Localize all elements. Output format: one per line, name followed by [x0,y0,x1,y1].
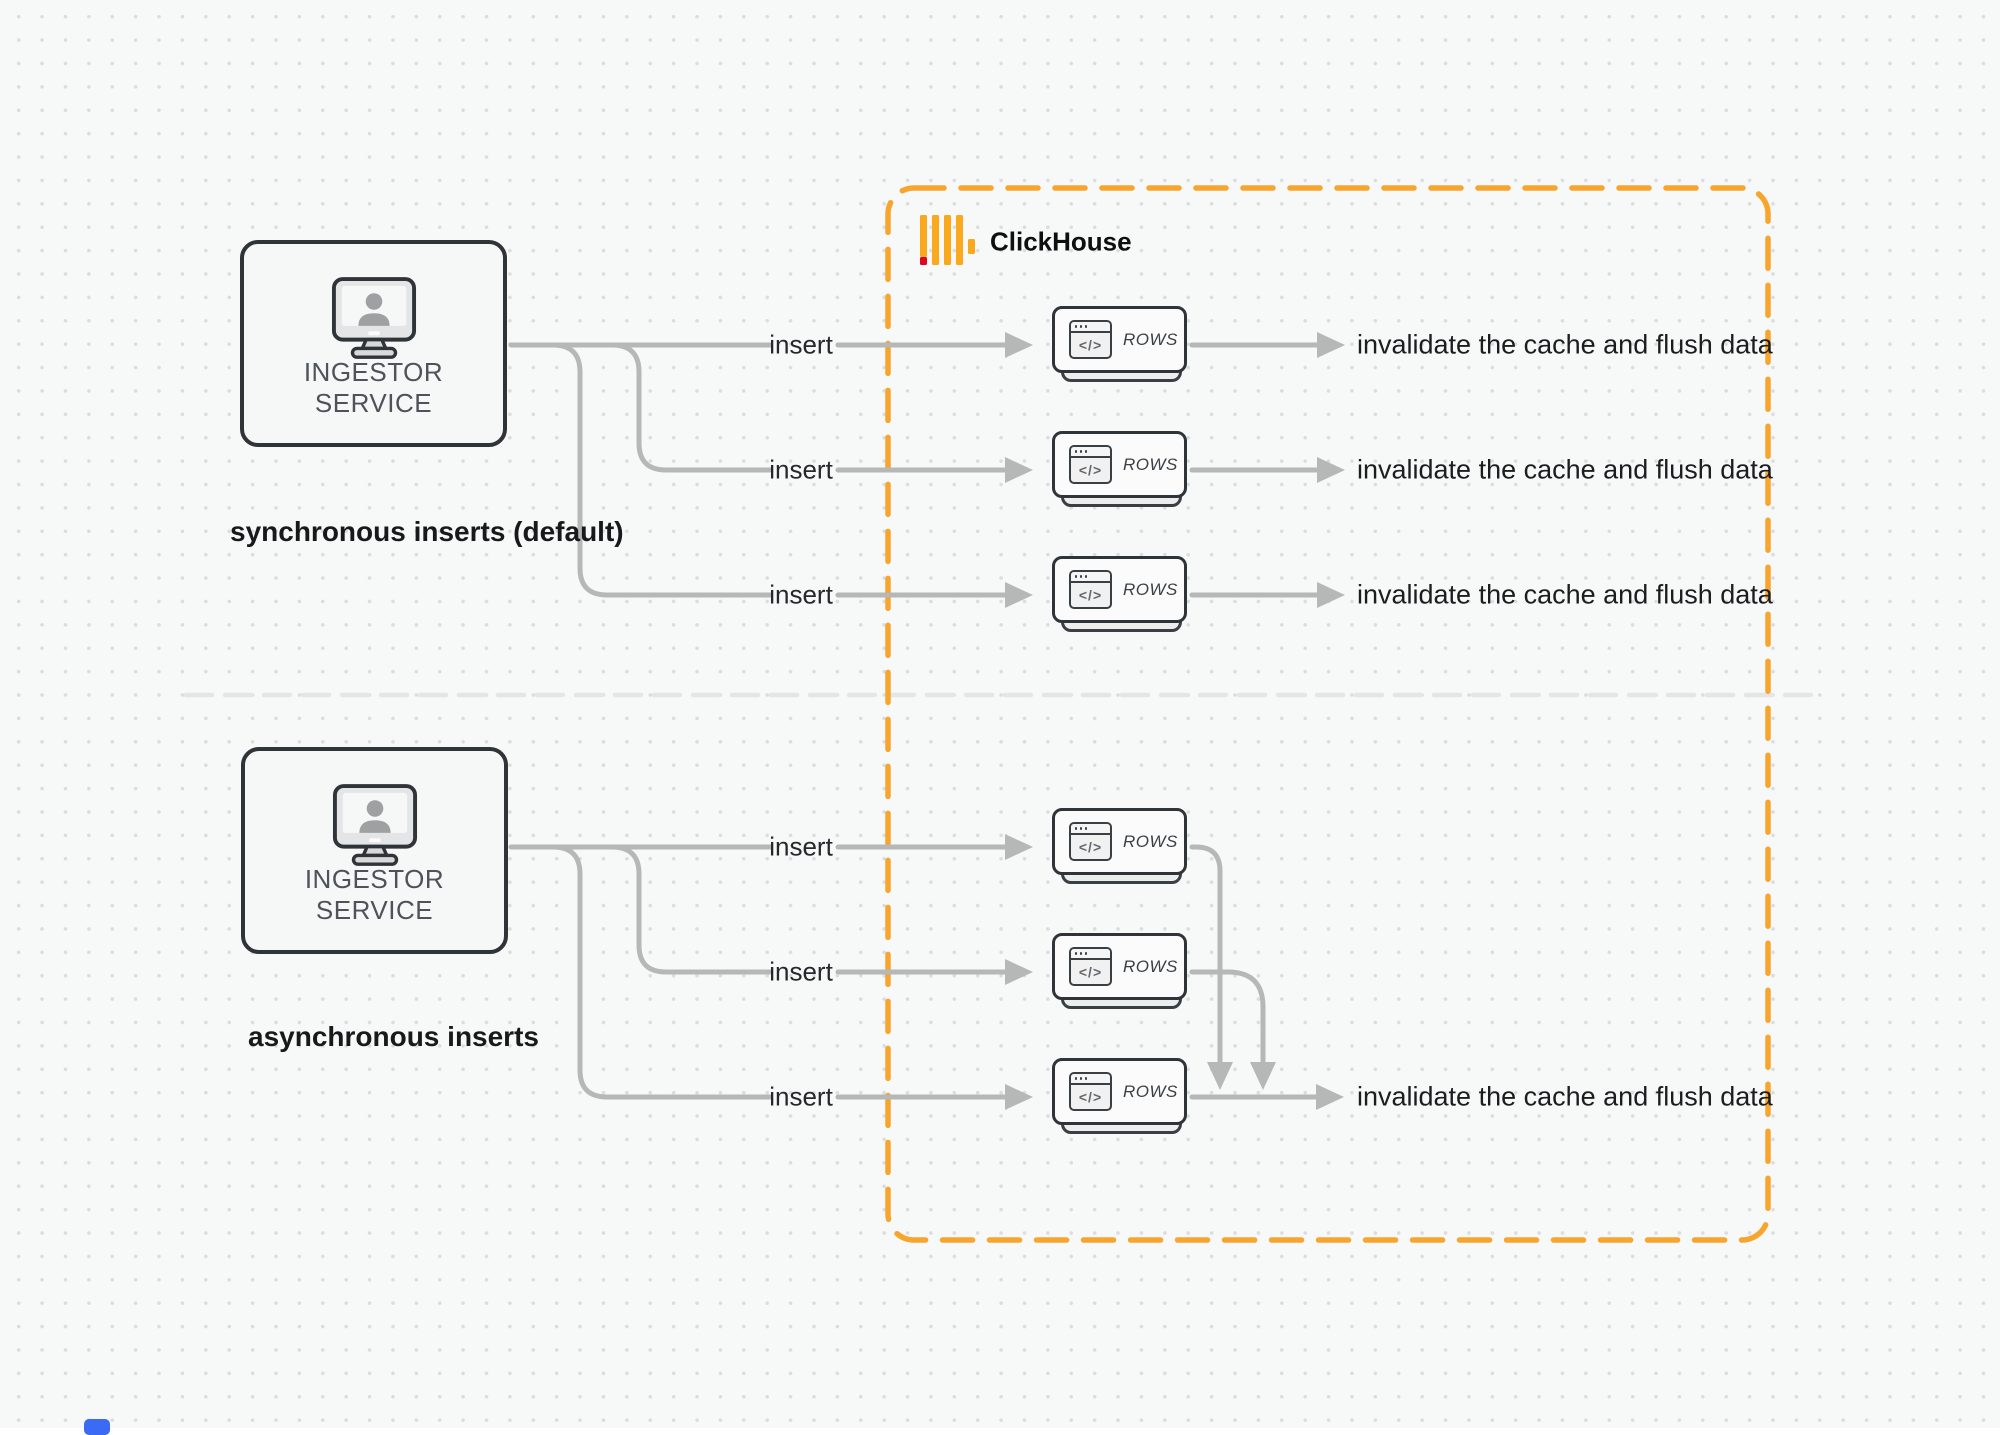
sync-result-arrowhead-row3 [1317,582,1345,608]
monitor-user-icon [331,277,416,359]
rows-node-async-1: </> ROWS [1052,808,1187,885]
cut-off-blue-element [84,1419,110,1435]
async-arrowhead-row1 [1005,834,1033,860]
code-window-icon: </> [1069,320,1112,359]
rows-label: ROWS [1123,579,1178,599]
async-wire-row2 [609,844,773,975]
async-merge-arrowhead-row1 [1207,1062,1233,1090]
clickhouse-label: ClickHouse [990,226,1132,257]
ingestor-service-label: INGESTOR SERVICE [304,864,445,925]
async-result-arrowhead [1316,1084,1344,1110]
rows-label: ROWS [1123,831,1178,851]
ingestor-service-node-async: INGESTOR SERVICE [241,747,508,954]
async-wire-row3 [550,844,773,1100]
code-window-icon: </> [1069,1072,1112,1111]
monitor-user-icon [332,784,417,866]
rows-node-sync-1: </> ROWS [1052,306,1187,383]
rows-node-sync-3: </> ROWS [1052,556,1187,633]
sync-insert-label-2: insert [769,454,833,485]
sync-result-label-3: invalidate the cache and flush data [1357,579,1773,610]
code-glyph: </> [1078,964,1103,980]
rows-label: ROWS [1123,454,1178,474]
sync-arrowhead-row1 [1005,332,1033,358]
rows-label: ROWS [1123,329,1178,349]
async-merge-line-row2 [1189,969,1266,1065]
code-glyph: </> [1078,337,1103,353]
async-merge-line-row1 [1189,844,1223,1065]
sync-wire-row3 [550,342,773,598]
rows-label: ROWS [1123,1081,1178,1101]
ingestor-service-label: INGESTOR SERVICE [303,357,444,418]
ingestor-service-node-sync: INGESTOR SERVICE [240,240,507,447]
sync-wire-row2 [609,342,773,473]
code-glyph: </> [1078,839,1103,855]
async-result-label: invalidate the cache and flush data [1357,1081,1773,1112]
async-insert-label-3: insert [769,1081,833,1112]
sync-section-title: synchronous inserts (default) [230,516,624,547]
sync-arrowhead-row2 [1005,457,1033,483]
code-glyph: </> [1078,1089,1103,1105]
sync-result-label-2: invalidate the cache and flush data [1357,454,1773,485]
code-window-icon: </> [1069,445,1112,484]
async-insert-label-2: insert [769,956,833,987]
rows-node-sync-2: </> ROWS [1052,431,1187,508]
rows-node-async-3: </> ROWS [1052,1058,1187,1135]
sync-result-arrowhead-row2 [1317,457,1345,483]
async-merge-arrowhead-row2 [1250,1062,1276,1090]
rows-label: ROWS [1123,956,1178,976]
async-section-title: asynchronous inserts [248,1021,539,1052]
sync-result-arrowhead-row1 [1317,332,1345,358]
sync-arrowhead-row3 [1005,582,1033,608]
rows-node-async-2: </> ROWS [1052,933,1187,1010]
code-window-icon: </> [1069,947,1112,986]
clickhouse-logo-icon [920,215,975,265]
sync-result-label-1: invalidate the cache and flush data [1357,329,1773,360]
async-arrowhead-row3 [1005,1084,1033,1110]
code-window-icon: </> [1069,570,1112,609]
async-insert-label-1: insert [769,831,833,862]
sync-insert-label-3: insert [769,579,833,610]
code-window-icon: </> [1069,822,1112,861]
sync-insert-label-1: insert [769,329,833,360]
async-arrowhead-row2 [1005,959,1033,985]
code-glyph: </> [1078,462,1103,478]
code-glyph: </> [1078,587,1103,603]
